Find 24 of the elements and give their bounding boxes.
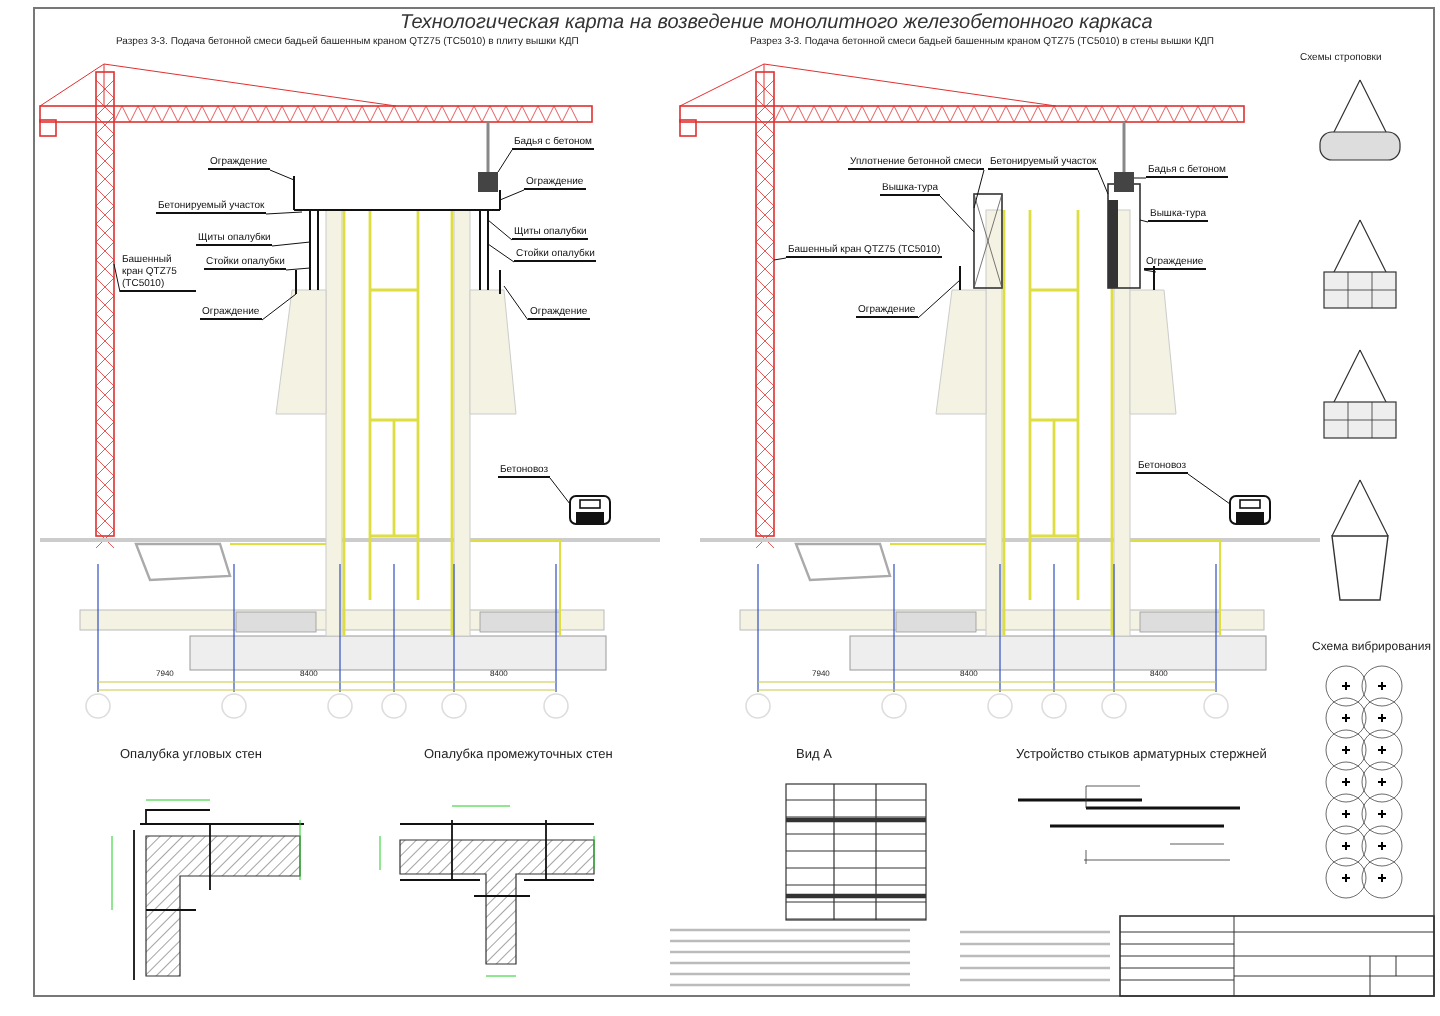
leader-line (1097, 169, 1109, 195)
leader-line (487, 219, 513, 241)
leader-line (773, 257, 787, 261)
leader-line (499, 189, 525, 201)
leader-line (503, 285, 529, 321)
leader-line (271, 241, 311, 247)
leader-line (285, 267, 311, 271)
leader-line (1143, 269, 1157, 273)
leader-line (487, 243, 515, 263)
leader-line (113, 263, 121, 293)
concrete-truck-drawing (569, 495, 611, 525)
leader-line (549, 477, 571, 505)
leader-line (1133, 177, 1147, 179)
leader-line (265, 211, 303, 215)
leader-line (497, 149, 513, 173)
drawing-title: Технологическая карта на возведение монолитного железобетонного каркаса (400, 12, 1153, 34)
leader-line (917, 279, 961, 319)
leader-line (973, 169, 985, 209)
concrete-truck-drawing (1229, 495, 1271, 525)
leader-line (939, 195, 975, 233)
leader-line (269, 169, 295, 181)
leader-line (1139, 219, 1149, 223)
leader-line (1187, 473, 1231, 505)
leader-line (261, 293, 297, 321)
